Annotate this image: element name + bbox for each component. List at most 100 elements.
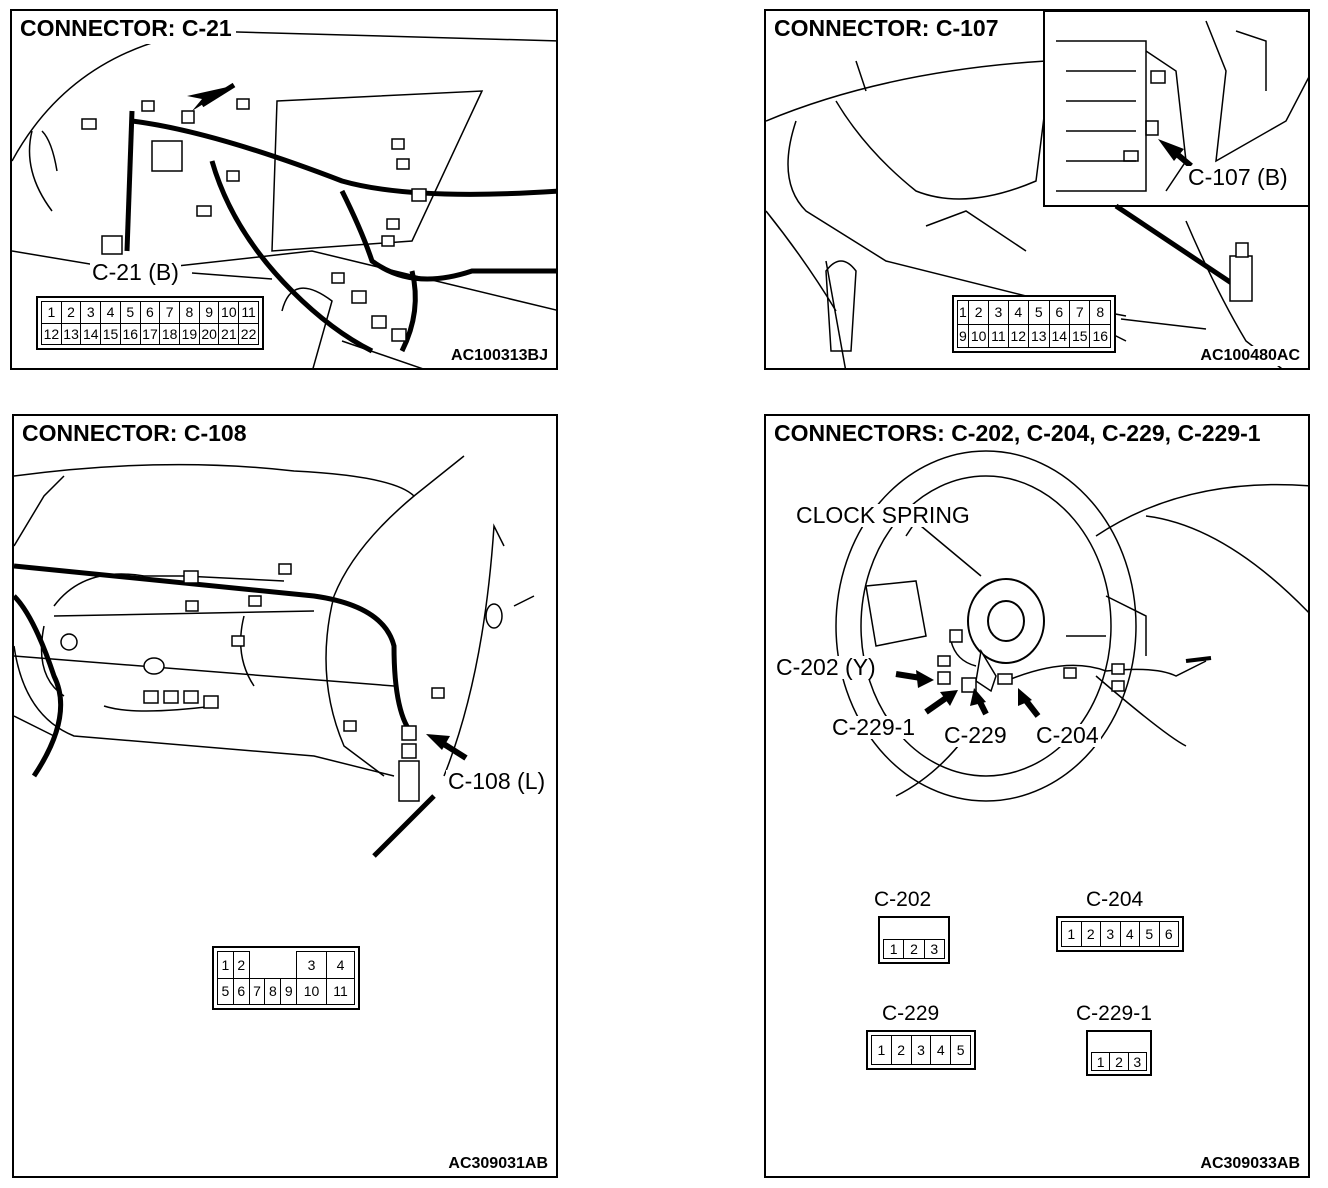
pin: 3 — [923, 939, 946, 959]
pin: 13 — [1028, 323, 1050, 348]
pin: 1 — [957, 300, 969, 325]
callout-c21: C-21 (B) — [90, 259, 181, 285]
pin: 2 — [903, 939, 925, 959]
pin: 4 — [1007, 300, 1030, 325]
pin-gap — [904, 921, 924, 940]
pin: 2 — [60, 301, 82, 324]
pin-grid: 1 2 3 — [882, 921, 946, 959]
pin: 12 — [1007, 323, 1030, 348]
pin-gap — [884, 921, 904, 940]
pin-grid: 1 2 3 — [1090, 1035, 1148, 1071]
connector-face-c229: 1 2 3 4 5 — [866, 1030, 976, 1070]
pin: 14 — [1048, 323, 1071, 348]
pin: 15 — [1068, 323, 1091, 348]
pin: 7 — [1068, 300, 1091, 325]
steering-wheel-illustration — [835, 450, 1308, 802]
pin: 21 — [218, 322, 240, 345]
callout-c204: C-204 — [1034, 722, 1101, 748]
connector-title-c202: C-202 — [874, 888, 932, 911]
pin: 8 — [1089, 300, 1111, 325]
panel-title: CONNECTOR: C-21 — [20, 15, 236, 44]
pin: 1 — [871, 1035, 892, 1065]
pin-row: 1 2 3 4 5 — [871, 1035, 971, 1065]
figure-code: AC309031AB — [446, 1154, 550, 1174]
dashboard-harness-illustration-c21 — [12, 30, 556, 368]
pin: 20 — [198, 322, 220, 345]
pin: 22 — [238, 322, 259, 345]
pin: 2 — [1109, 1052, 1129, 1071]
dashboard-harness-illustration-c108 — [14, 455, 535, 858]
connector-title-c229-1: C-229-1 — [1076, 1002, 1152, 1025]
pin: 16 — [119, 322, 141, 345]
pin: 10 — [296, 977, 327, 1005]
pin-gap — [1110, 1035, 1128, 1053]
pin: 1 — [1061, 921, 1082, 947]
figure-code: AC100313BJ — [449, 346, 550, 366]
pin: 6 — [1158, 921, 1179, 947]
pin: 3 — [80, 301, 102, 324]
pin: 13 — [60, 322, 82, 345]
callout-c202: C-202 (Y) — [774, 654, 878, 680]
pin-row: 1 2 3 4 5 6 7 8 — [957, 300, 1111, 325]
pin: 4 — [100, 301, 121, 324]
pin: 6 — [1048, 300, 1071, 325]
pin: 16 — [1089, 323, 1111, 348]
pin-row: 12 13 14 15 16 17 18 19 20 21 22 — [41, 322, 259, 345]
pin: 3 — [296, 951, 327, 979]
connector-face-c108: 1 2 3 4 5 6 7 8 9 10 11 — [212, 946, 360, 1010]
pin: 18 — [159, 322, 181, 345]
pin: 10 — [218, 301, 240, 324]
pin: 15 — [100, 322, 121, 345]
pin: 4 — [1119, 921, 1140, 947]
pin: 17 — [139, 322, 161, 345]
figure-code: AC100480AC — [1198, 346, 1302, 366]
pin: 5 — [1139, 921, 1160, 947]
label-clock-spring: CLOCK SPRING — [794, 502, 972, 528]
connector-title-c204: C-204 — [1086, 888, 1144, 911]
console-illustration-c107 — [766, 11, 1308, 368]
pin: 8 — [264, 977, 282, 1005]
panel-title: CONNECTOR: C-107 — [774, 15, 1003, 44]
pin: 3 — [1100, 921, 1121, 947]
pin-row: 9 10 11 12 13 14 15 16 — [957, 323, 1111, 348]
pin: 5 — [217, 977, 234, 1005]
pin-grid: 1 2 3 4 5 — [871, 1035, 971, 1065]
pin-gap — [281, 952, 297, 979]
pin: 3 — [988, 300, 1009, 325]
pin: 1 — [882, 939, 905, 959]
pin-row: 1 2 3 4 5 6 7 8 9 10 11 — [41, 301, 259, 324]
pin-gap — [1128, 1035, 1146, 1053]
pin: 7 — [248, 977, 266, 1005]
pin: 8 — [179, 301, 200, 324]
pin-gap — [924, 921, 944, 940]
pin: 5 — [119, 301, 141, 324]
connector-face-c204: 1 2 3 4 5 6 — [1056, 916, 1184, 952]
pin: 11 — [325, 977, 356, 1005]
pin: 1 — [217, 951, 234, 979]
pin-row: 1 2 3 — [1090, 1052, 1148, 1071]
panel-connector-c21: CONNECTOR: C-21 C-21 (B) 1 2 3 4 5 6 7 8… — [10, 9, 558, 370]
pin-row: 5 6 7 8 9 10 11 — [217, 977, 356, 1005]
callout-c107: C-107 (B) — [1186, 164, 1290, 190]
pin-row — [884, 921, 945, 940]
pin-row: 1 2 3 4 — [217, 951, 356, 979]
pin-row — [1092, 1035, 1147, 1053]
pin: 2 — [967, 300, 990, 325]
callout-c229: C-229 — [942, 722, 1009, 748]
pin-grid: 1 2 3 4 5 6 7 8 9 10 11 — [217, 951, 356, 1005]
pin: 1 — [41, 301, 62, 324]
connector-face-c202: 1 2 3 — [878, 916, 950, 964]
pin: 9 — [280, 977, 298, 1005]
pin: 14 — [80, 322, 102, 345]
connector-face-c229-1: 1 2 3 — [1086, 1030, 1152, 1076]
pin: 9 — [198, 301, 220, 324]
pin-grid: 1 2 3 4 5 6 — [1061, 921, 1179, 947]
figure-code: AC309033AB — [1198, 1154, 1302, 1174]
panel-connector-c107: CONNECTOR: C-107 C-107 (B) 1 2 3 4 5 6 7… — [764, 9, 1310, 370]
pin-row: 1 2 3 4 5 6 — [1061, 921, 1179, 947]
pin: 3 — [910, 1035, 932, 1065]
pin-gap — [1092, 1035, 1110, 1053]
pin: 6 — [232, 977, 250, 1005]
pin: 11 — [988, 323, 1009, 348]
connector-face-c21: 1 2 3 4 5 6 7 8 9 10 11 12 13 14 15 16 1… — [36, 296, 264, 350]
